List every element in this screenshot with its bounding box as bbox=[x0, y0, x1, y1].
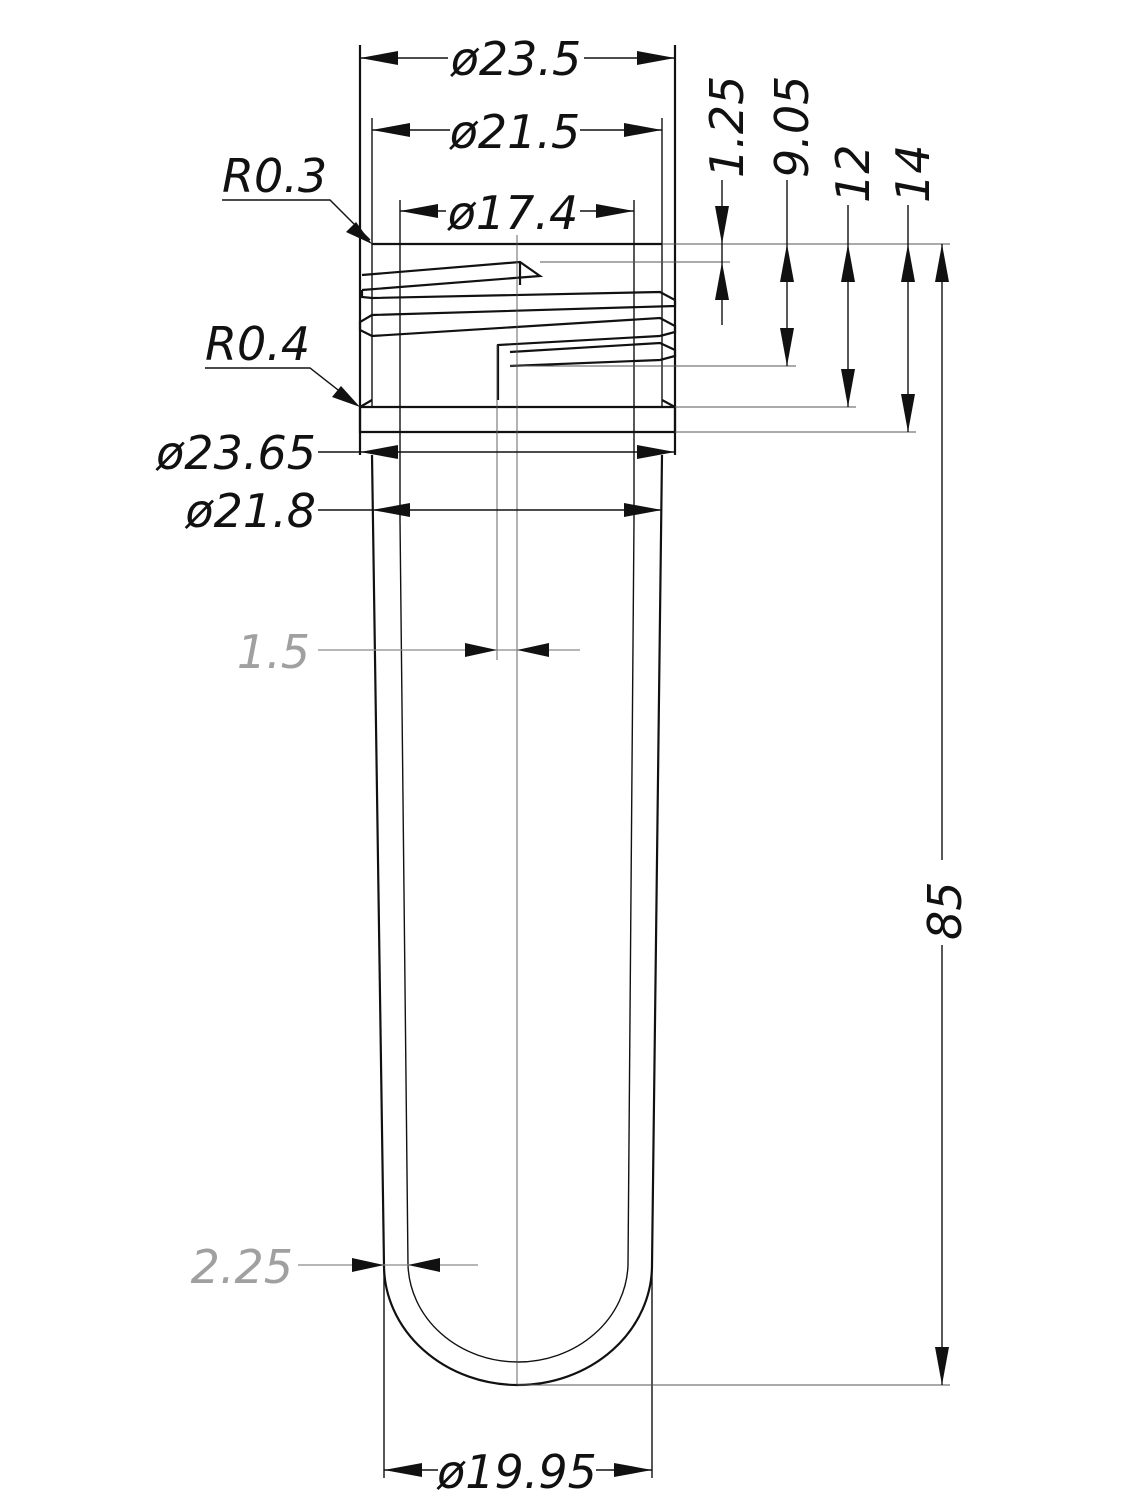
dim-bottom-wall-label: 2.25 bbox=[191, 1240, 293, 1294]
dim-bore-diameter-label: ø17.4 bbox=[447, 186, 579, 240]
dim-wall-thickness: 1.5 bbox=[237, 625, 580, 679]
radius-ring-label: R0.4 bbox=[205, 317, 310, 371]
dim-thread-start-height: 1.25 bbox=[700, 76, 754, 325]
dim-support-ring-diameter: ø23.65 bbox=[155, 426, 675, 480]
dim-body-diameter: ø21.8 bbox=[184, 484, 662, 538]
dim-total-length: 85 bbox=[918, 244, 972, 1385]
dim-outer-thread-diameter-label: ø23.5 bbox=[450, 32, 582, 86]
dim-wall-thickness-label: 1.5 bbox=[237, 625, 310, 679]
dim-bottom-wall: 2.25 bbox=[191, 1240, 478, 1294]
radius-top-label: R0.3 bbox=[222, 149, 327, 203]
dim-total-length-label: 85 bbox=[918, 881, 972, 940]
dim-body-diameter-label: ø21.8 bbox=[184, 484, 316, 538]
radius-callout-ring: R0.4 bbox=[205, 317, 360, 407]
dim-thread-end-height: 9.05 bbox=[765, 76, 819, 366]
dim-base-diameter-label: ø19.95 bbox=[436, 1445, 597, 1499]
dim-ring-top-height-label: 12 bbox=[826, 144, 880, 203]
dim-root-thread-diameter-label: ø21.5 bbox=[449, 105, 581, 159]
dim-thread-start-height-label: 1.25 bbox=[700, 76, 754, 178]
dim-outer-thread-diameter: ø23.5 bbox=[360, 30, 675, 86]
dim-ring-top-height: 12 bbox=[826, 144, 880, 407]
dim-support-ring-diameter-label: ø23.65 bbox=[155, 426, 316, 480]
dim-bore-diameter: ø17.4 bbox=[400, 183, 634, 240]
dim-base-diameter: ø19.95 bbox=[383, 1265, 653, 1499]
preform-outline bbox=[358, 45, 677, 1387]
dim-ring-bottom-height-label: 14 bbox=[886, 144, 940, 203]
radius-callout-top: R0.3 bbox=[222, 149, 372, 244]
dim-thread-end-height-label: 9.05 bbox=[765, 76, 819, 178]
dim-root-thread-diameter: ø21.5 bbox=[372, 102, 662, 159]
dim-ring-bottom-height: 14 bbox=[886, 144, 940, 432]
